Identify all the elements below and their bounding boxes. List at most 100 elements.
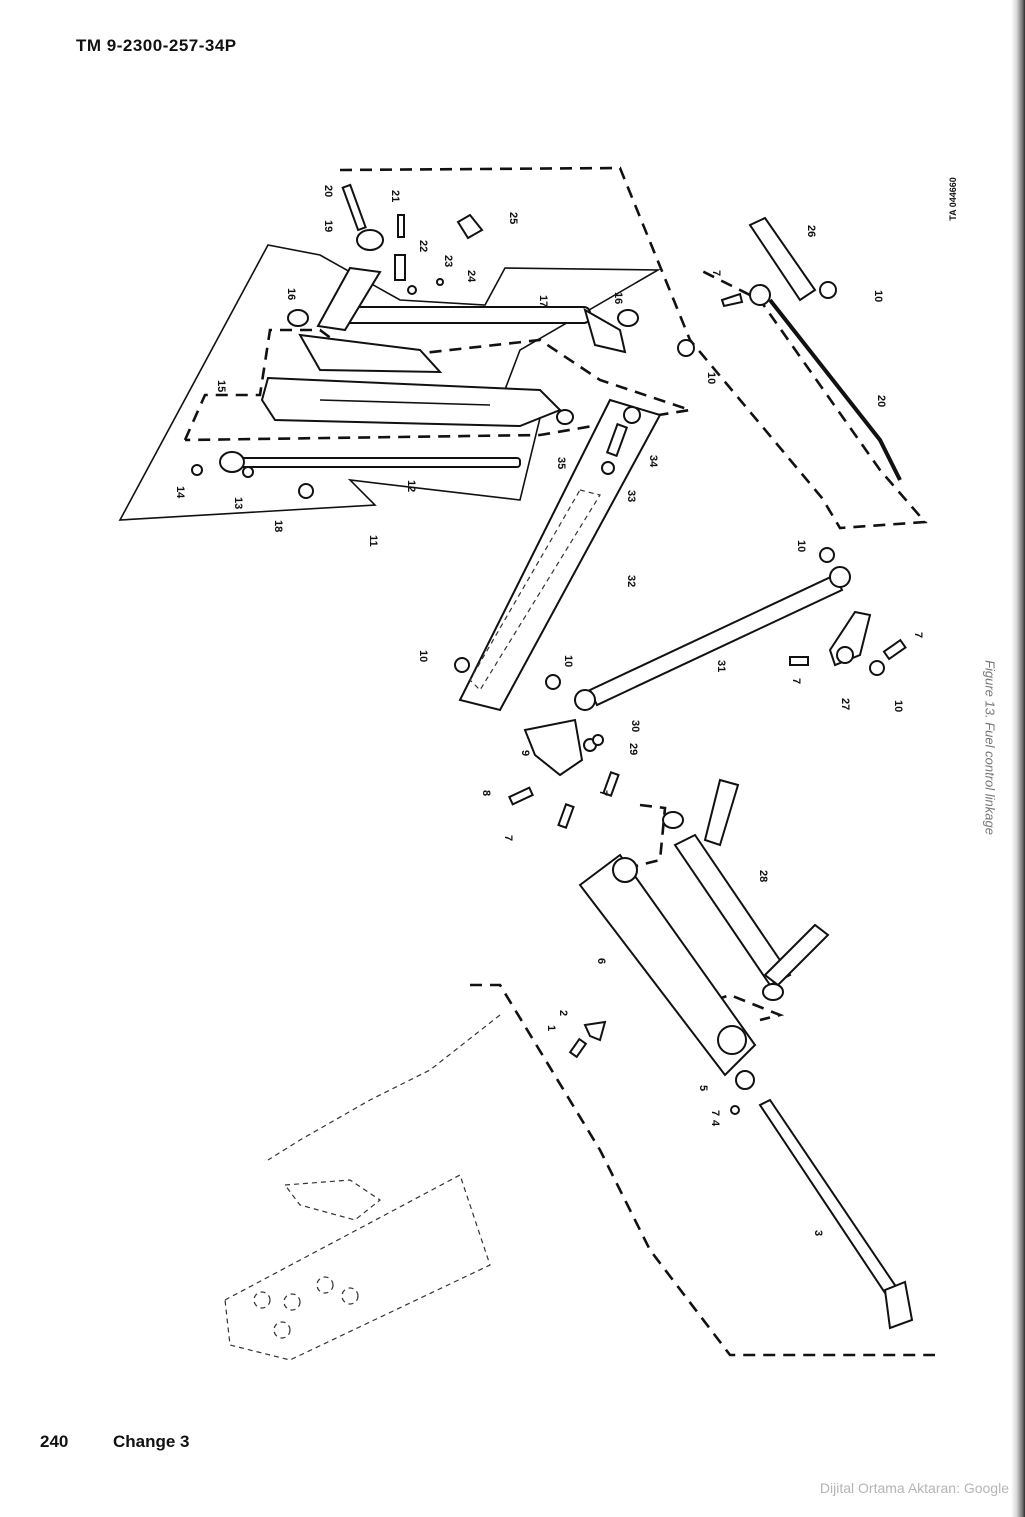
nut-10-upper xyxy=(677,339,695,357)
bolt-25 xyxy=(456,213,484,240)
washer-4 xyxy=(730,1105,740,1115)
page-number: 240 xyxy=(40,1432,69,1451)
callout-29: 29 xyxy=(627,743,639,755)
phantom-pedal-bracket xyxy=(283,1179,382,1221)
callout-14: 14 xyxy=(174,486,186,499)
callout-25: 25 xyxy=(507,212,519,224)
bracket-15-slot xyxy=(319,399,491,406)
callout-7-2: 7 xyxy=(709,1110,721,1116)
dashed-boundary-top xyxy=(339,166,928,530)
bolt-35 xyxy=(556,409,574,425)
callout-35: 35 xyxy=(555,457,567,469)
dashed-boundary-side xyxy=(619,803,667,872)
washer-23 xyxy=(407,285,417,295)
bushing-top xyxy=(662,811,684,829)
callout-13: 13 xyxy=(232,497,244,509)
screw-1 xyxy=(568,1037,588,1059)
housing-6 xyxy=(578,853,757,1077)
callout-3: 3 xyxy=(812,1230,824,1236)
callout-26: 26 xyxy=(805,225,817,237)
callout-16-12: 16 xyxy=(612,292,624,304)
bushing-16-left xyxy=(287,309,309,327)
arm-17 xyxy=(344,306,591,324)
rod-31-end-right xyxy=(829,566,851,588)
rod-3-fitting xyxy=(883,1280,914,1330)
callout-9: 9 xyxy=(519,750,531,756)
callout-7: 7 xyxy=(710,270,722,276)
arm-17-lever xyxy=(583,307,627,354)
callout-10: 10 xyxy=(705,372,717,384)
callout-2: 2 xyxy=(557,1010,569,1016)
nut-10-lever xyxy=(869,660,885,676)
callout-24: 24 xyxy=(465,270,477,283)
bolt-7-upper xyxy=(720,292,744,308)
callout-8: 8 xyxy=(480,790,492,796)
phantom-pedal xyxy=(224,1174,491,1361)
callout-17: 17 xyxy=(537,295,549,307)
lever-32 xyxy=(458,398,662,712)
bushing-bottom xyxy=(762,983,784,1001)
shaft-28-arm-top xyxy=(703,778,740,847)
bracket-15-plate xyxy=(298,333,443,374)
document-number: TM 9-2300-257-34P xyxy=(76,36,237,55)
callout-11: 11 xyxy=(367,535,379,547)
callout-15: 15 xyxy=(215,380,227,392)
nut-33 xyxy=(601,461,615,475)
screw-14 xyxy=(191,464,203,476)
rod-end-upper xyxy=(749,284,771,306)
callout-20: 20 xyxy=(322,185,334,197)
phantom-pedal-hole-1 xyxy=(253,1291,271,1309)
bushing-5 xyxy=(735,1070,755,1090)
rod-31-end-left xyxy=(574,689,596,711)
nut-10-left xyxy=(454,657,470,673)
upper-assembly-outline xyxy=(118,244,661,521)
callout-10-11: 10 xyxy=(795,540,807,552)
callout-21: 21 xyxy=(389,190,401,202)
phantom-pedal-hole-2 xyxy=(283,1293,301,1311)
callout-34: 34 xyxy=(647,455,659,468)
pin-24 xyxy=(436,278,444,286)
lever-27-hub xyxy=(836,646,854,664)
callout-4: 4 xyxy=(709,1120,721,1127)
callout-6: 6 xyxy=(595,958,607,964)
phantom-pedal-hole-4 xyxy=(341,1287,359,1305)
nut-18 xyxy=(298,483,314,499)
clip-2 xyxy=(583,1020,607,1042)
nut-10-right xyxy=(819,281,837,299)
lever-32-eye xyxy=(623,406,641,424)
rod-20 xyxy=(768,298,902,481)
callout-7-5: 7 xyxy=(790,678,802,684)
callout-7-4: 7 xyxy=(502,835,514,841)
rod-end-34 xyxy=(605,422,629,458)
digitization-watermark: Dijital Ortama Aktaran: Google xyxy=(819,1480,1009,1496)
callout-10-10: 10 xyxy=(872,290,884,302)
callout-16: 16 xyxy=(285,288,297,300)
callout-23: 23 xyxy=(442,255,454,267)
callout-31: 31 xyxy=(715,660,727,672)
rod-12 xyxy=(239,457,521,468)
bolt-7-lever-left xyxy=(789,656,809,666)
bolt-7-b xyxy=(602,771,620,797)
arm-17-clevis xyxy=(316,266,382,332)
callout-22: 22 xyxy=(417,240,429,252)
change-notice: Change 3 xyxy=(113,1432,190,1451)
rod-12-end xyxy=(219,451,245,473)
shaft-28-arm-bottom xyxy=(763,923,830,987)
callout-28: 28 xyxy=(757,870,769,882)
bolt-7-lever xyxy=(882,638,907,661)
spring-22 xyxy=(394,254,406,281)
plate-26 xyxy=(748,216,817,302)
callout-10-8: 10 xyxy=(417,650,429,662)
housing-6-end-bottom xyxy=(717,1025,747,1055)
lever-32-phantom xyxy=(469,489,601,691)
cotter-21 xyxy=(397,214,405,238)
callout-7-3: 7 xyxy=(597,790,609,796)
dashed-boundary-bottom xyxy=(470,983,935,1357)
pin-20 xyxy=(341,183,367,232)
housing-6-end-top xyxy=(612,857,638,883)
bolt-7-a xyxy=(557,803,575,829)
callout-33: 33 xyxy=(625,490,637,502)
phantom-pedal-hole-3 xyxy=(316,1276,334,1294)
